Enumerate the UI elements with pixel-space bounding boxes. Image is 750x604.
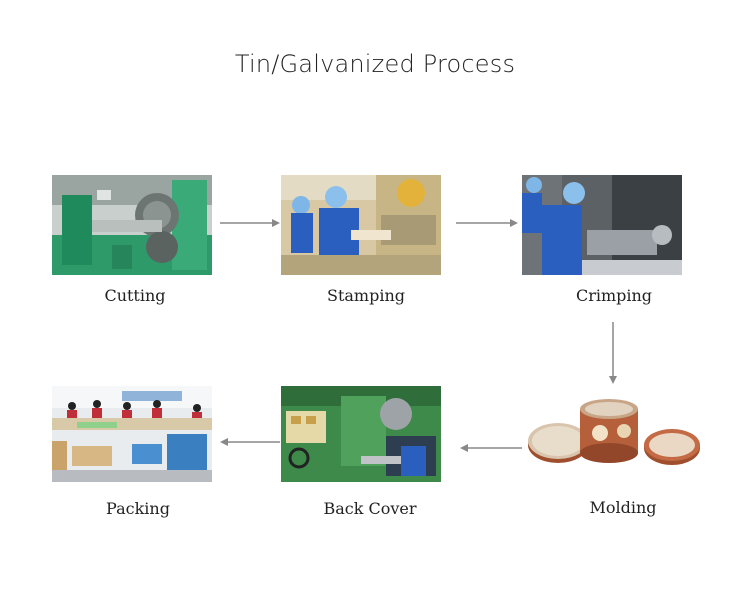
arrow-right-icon — [456, 218, 518, 228]
diagram-title: Tin/Galvanized Process — [234, 50, 516, 78]
step-label-cutting: Cutting — [104, 286, 166, 305]
arrow-right-icon — [220, 218, 280, 228]
step-label-molding: Molding — [589, 498, 657, 517]
molding-photo — [524, 393, 704, 475]
packing-photo — [52, 386, 212, 482]
step-label-stamping: Stamping — [326, 286, 405, 305]
step-label-back-cover: Back Cover — [323, 499, 417, 518]
back-cover-photo — [281, 386, 441, 482]
step-label-crimping: Crimping — [575, 286, 653, 305]
arrow-left-icon — [460, 443, 522, 453]
cutting-photo — [52, 175, 212, 275]
step-label-packing: Packing — [106, 499, 170, 518]
arrow-left-icon — [220, 437, 280, 447]
arrow-down-icon — [608, 322, 618, 384]
stamping-photo — [281, 175, 441, 275]
crimping-photo — [522, 175, 682, 275]
